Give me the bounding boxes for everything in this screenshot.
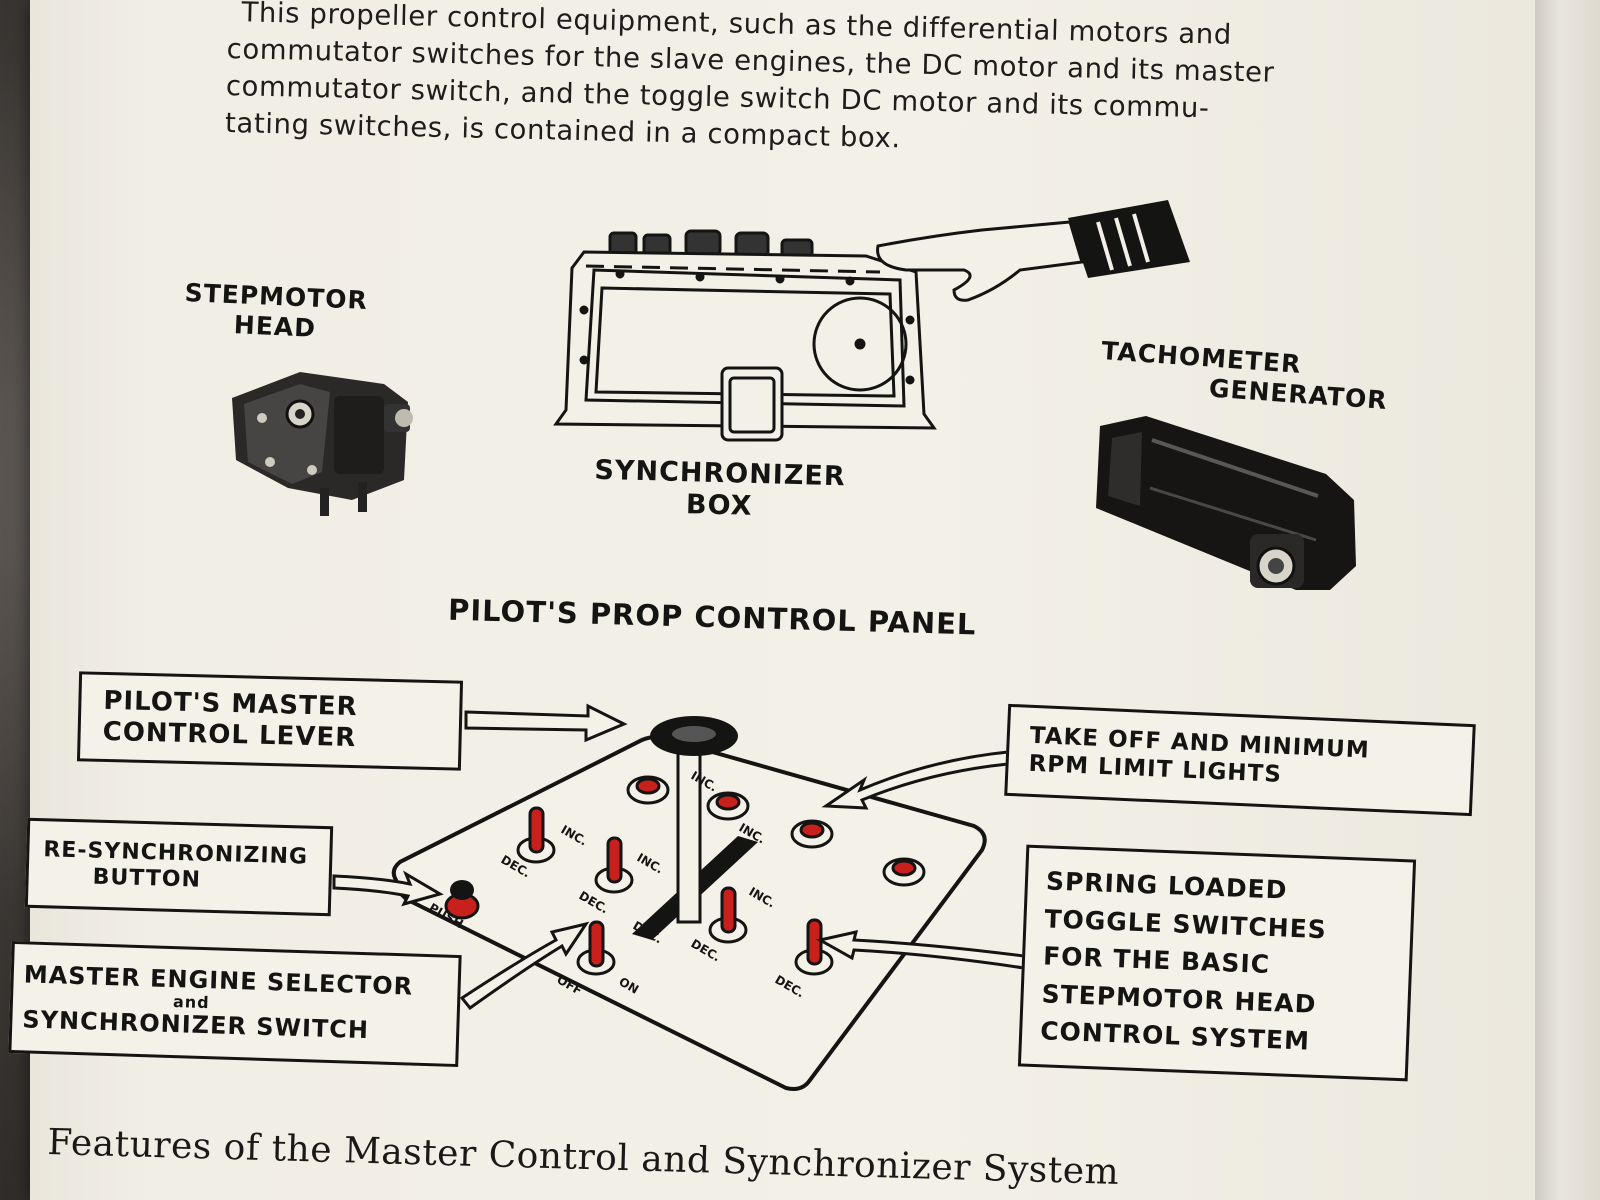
hand-illustration — [876, 200, 1190, 302]
stepmotor-head-illustration — [232, 372, 413, 516]
callout-master-control-lever: Pilot's Master Control Lever — [76, 671, 464, 771]
callout-arrows — [332, 703, 1026, 1011]
label-line: Box — [685, 489, 753, 523]
next-page-edge — [1535, 0, 1600, 1200]
synchronizer-box-illustration — [553, 229, 937, 442]
tachometer-generator-illustration — [1096, 416, 1356, 590]
callout-engine-selector: Master Engine Selector and Synchronizer … — [8, 940, 462, 1068]
stepmotor-head-label: Stepmotor Head — [183, 278, 368, 346]
callout-toggle-switches: Spring Loaded Toggle Switches For the Ba… — [1017, 844, 1417, 1082]
synchronizer-box-label: Synchronizer Box — [593, 455, 846, 526]
callout-resync-button: Re-Synchronizing Button — [24, 817, 334, 917]
control-panel-illustration: INC. DEC. INC. DEC. INC. DEC. DEC. INC. … — [391, 716, 987, 1091]
